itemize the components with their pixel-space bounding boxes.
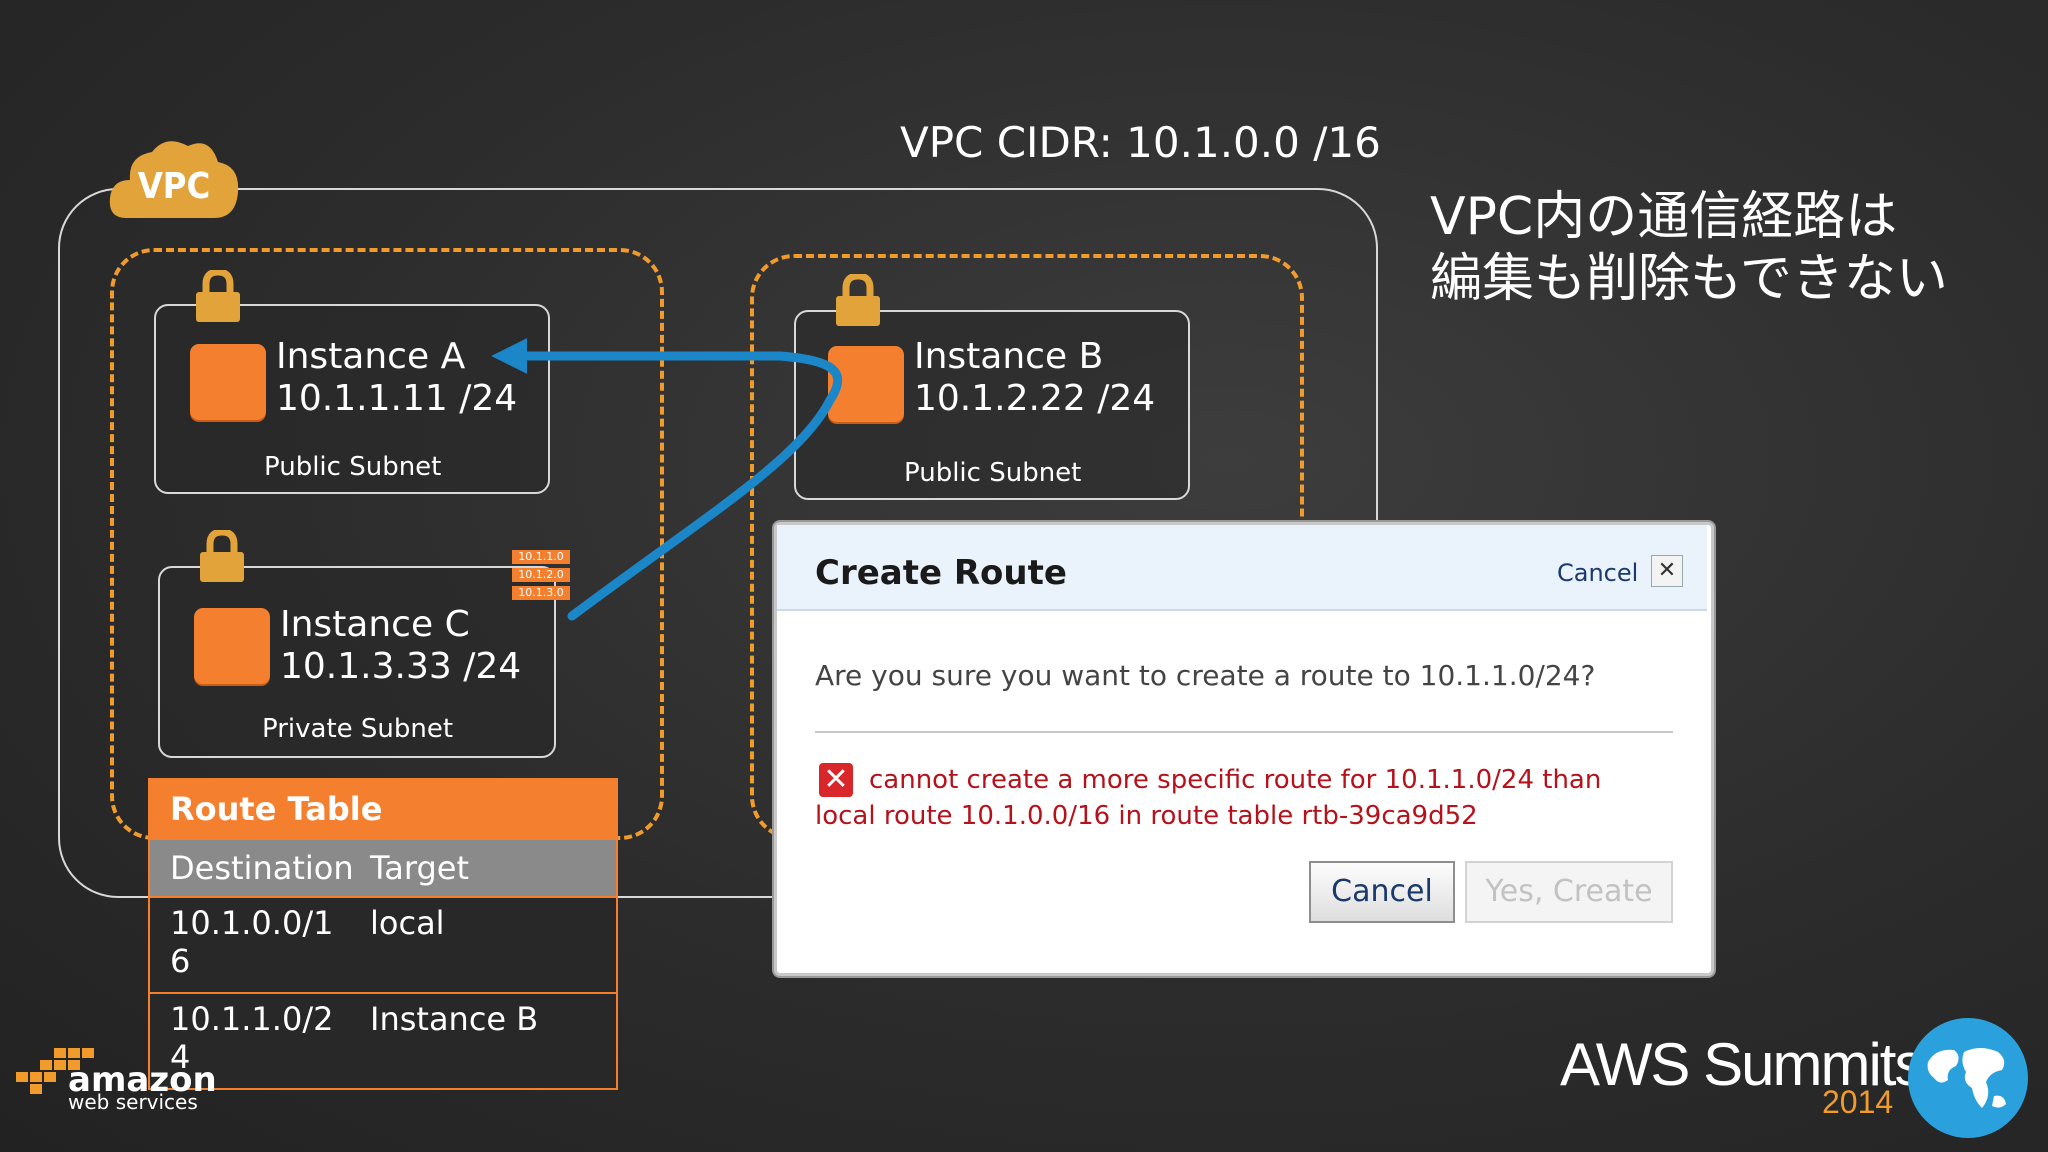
vpc-cidr-label: VPC CIDR: 10.1.0.0 /16 — [900, 118, 1381, 167]
header-destination: Destination — [170, 849, 354, 887]
route-tag: 10.1.2.0 — [512, 568, 570, 582]
destination-part-2: 6 — [170, 942, 191, 980]
dialog-cancel-link[interactable]: Cancel — [1557, 559, 1639, 587]
dialog-title: Create Route — [815, 553, 1067, 593]
destination-part-2: 4 — [170, 1038, 191, 1076]
cancel-button[interactable]: Cancel — [1309, 861, 1455, 923]
row-destination: 10.1.1.0/2 4 — [150, 994, 370, 1088]
lock-icon — [200, 530, 244, 582]
globe-icon — [1908, 1018, 2028, 1138]
aws-boxes-logo-icon — [16, 1048, 94, 1094]
route-tag: 10.1.3.0 — [512, 586, 570, 600]
dialog-divider — [815, 731, 1673, 733]
route-table-header: Destination Target — [150, 838, 616, 896]
lock-icon — [196, 270, 240, 322]
destination-part-1: 10.1.1.0/2 — [170, 1000, 334, 1038]
yes-create-button[interactable]: Yes, Create — [1465, 861, 1673, 923]
table-row: 10.1.1.0/2 4 Instance B — [150, 992, 616, 1088]
subnet-c-label: Private Subnet — [262, 714, 454, 744]
row-destination: 10.1.0.0/1 6 — [150, 898, 370, 992]
table-row: 10.1.0.0/1 6 local — [150, 896, 616, 992]
aws-logo-text: amazon — [68, 1060, 217, 1100]
route-tag: 10.1.1.0 — [512, 550, 570, 564]
instance-c-icon — [194, 608, 270, 684]
note-line-2: 編集も削除もできない — [1430, 249, 1948, 309]
instance-a-name: Instance A — [276, 336, 466, 377]
row-target: local — [370, 904, 445, 942]
instance-c-ip: 10.1.3.33 /24 — [280, 646, 522, 687]
route-table: Route Table Destination Target 10.1.0.0/… — [148, 778, 618, 1090]
instance-b-name: Instance B — [914, 336, 1104, 377]
header-target: Target — [370, 849, 469, 887]
dialog-header: Create Route Cancel ✕ — [777, 525, 1707, 611]
route-table-title: Route Table — [150, 780, 616, 838]
subnet-b-label: Public Subnet — [904, 458, 1082, 488]
route-tags: 10.1.1.0 10.1.2.0 10.1.3.0 — [512, 550, 570, 604]
close-icon[interactable]: ✕ — [1651, 555, 1683, 587]
subnet-b — [794, 310, 1190, 500]
dialog-question: Are you sure you want to create a route … — [815, 659, 1596, 692]
summit-title: AWS Summits — [1560, 1031, 1924, 1098]
aws-logo-subtext: web services — [68, 1090, 198, 1114]
row-target: Instance B — [370, 1000, 539, 1038]
instance-a-icon — [190, 344, 266, 420]
instance-b-ip: 10.1.2.22 /24 — [914, 378, 1156, 419]
lock-icon — [836, 274, 880, 326]
vpc-badge-label: VPC — [137, 166, 211, 207]
instance-c-name: Instance C — [280, 604, 470, 645]
error-icon: ✕ — [819, 763, 853, 797]
note-line-1: VPC内の通信経路は — [1430, 187, 1898, 247]
summit-year: 2014 — [1822, 1084, 1894, 1120]
error-message-line-1: cannot create a more specific route for … — [869, 765, 1602, 795]
subnet-a-label: Public Subnet — [264, 452, 442, 482]
instance-a-ip: 10.1.1.11 /24 — [276, 378, 518, 419]
note-text: VPC内の通信経路は 編集も削除もできない — [1430, 186, 1948, 310]
vpc-cloud-icon — [109, 141, 239, 218]
create-route-dialog: Create Route Cancel ✕ Are you sure you w… — [774, 522, 1714, 976]
destination-part-1: 10.1.0.0/1 — [170, 904, 334, 942]
instance-b-icon — [828, 346, 904, 422]
error-message-line-2: local route 10.1.0.0/16 in route table r… — [815, 801, 1478, 831]
